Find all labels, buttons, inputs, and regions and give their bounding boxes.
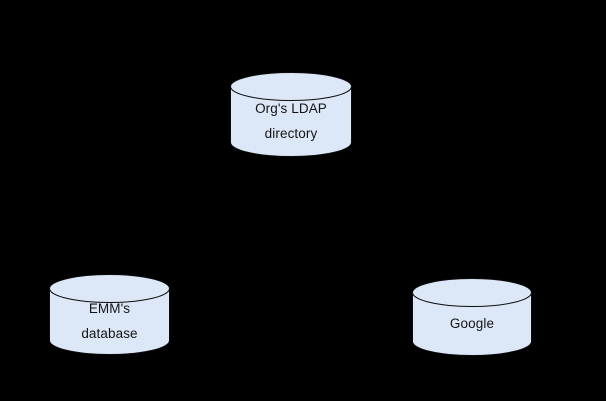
db-node-google[interactable]: Google [412, 278, 532, 356]
cylinder-top-cap [49, 274, 170, 303]
database-cylinder-icon [49, 274, 170, 355]
cylinder-top-cap [412, 278, 532, 307]
cylinder-body [230, 86, 352, 157]
cylinder-body [412, 292, 532, 356]
cylinder-body [49, 288, 170, 355]
cylinder-top-cap [230, 72, 352, 101]
database-cylinder-icon [412, 278, 532, 356]
database-cylinder-icon [230, 72, 352, 157]
